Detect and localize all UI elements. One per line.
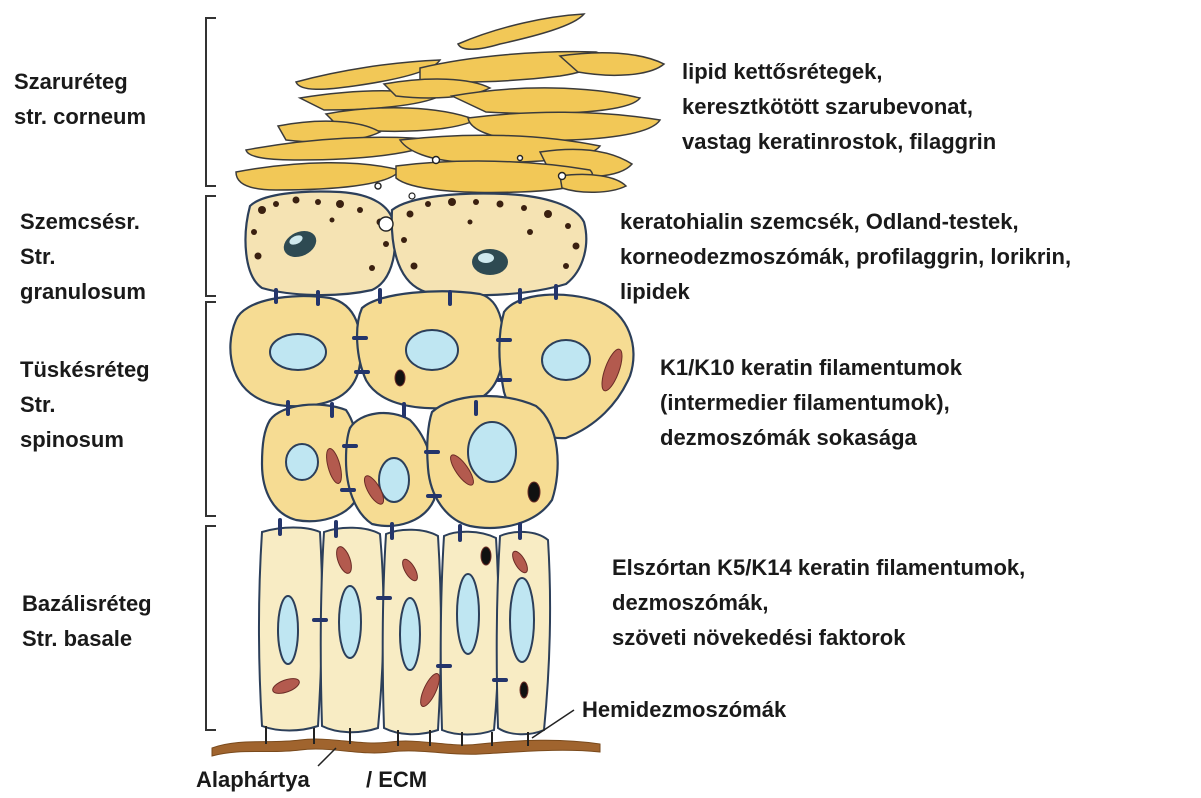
basement-pointer xyxy=(318,748,336,766)
desc-line: szöveti növekedési faktorok xyxy=(612,620,1025,655)
desc-line: lipid kettősrétegek, xyxy=(682,54,996,89)
bracket-corneum xyxy=(206,18,216,186)
desc-granulosum: keratohialin szemcsék, Odland-testek, ko… xyxy=(620,204,1071,309)
basement-membrane xyxy=(212,739,600,756)
label-granulosum: Szemcsésr. Str. granulosum xyxy=(20,204,146,309)
desc-basale: Elszórtan K5/K14 keratin filamentumok, d… xyxy=(612,550,1025,655)
label-line: Szaruréteg xyxy=(14,64,146,99)
desc-line: (intermedier filamentumok), xyxy=(660,385,962,420)
label-line: Str. basale xyxy=(22,621,152,656)
corneum-flakes xyxy=(236,14,664,192)
desc-line: keratohialin szemcsék, Odland-testek, xyxy=(620,204,1071,239)
desc-spinosum: K1/K10 keratin filamentumok (intermedier… xyxy=(660,350,962,455)
desc-line: keresztkötött szarubevonat, xyxy=(682,89,996,124)
bracket-granulosum xyxy=(206,196,216,296)
label-line: Bazálisréteg xyxy=(22,586,152,621)
desc-line: Elszórtan K5/K14 keratin filamentumok, xyxy=(612,550,1025,585)
desc-line: lipidek xyxy=(620,274,1071,309)
label-line: Szemcsésr. xyxy=(20,204,146,239)
basement-label-a: Alaphártya xyxy=(196,762,310,797)
label-line: str. corneum xyxy=(14,99,146,134)
label-spinosum: Tüskésréteg Str. spinosum xyxy=(20,352,150,457)
label-line: Str. xyxy=(20,239,146,274)
bracket-spinosum xyxy=(206,302,216,516)
desc-line: dezmoszómák sokasága xyxy=(660,420,962,455)
desc-corneum: lipid kettősrétegek, keresztkötött szaru… xyxy=(682,54,996,159)
label-line: granulosum xyxy=(20,274,146,309)
desc-line: korneodezmoszómák, profilaggrin, lorikri… xyxy=(620,239,1071,274)
label-basale: Bazálisréteg Str. basale xyxy=(22,586,152,656)
spinosum-cells xyxy=(230,291,633,528)
desc-line: vastag keratinrostok, filaggrin xyxy=(682,124,996,159)
granular-cell xyxy=(246,192,395,296)
label-line: Str. xyxy=(20,387,150,422)
granular-cell xyxy=(392,194,586,296)
desc-line: dezmoszómák, xyxy=(612,585,1025,620)
desc-line: K1/K10 keratin filamentumok xyxy=(660,350,962,385)
label-line: spinosum xyxy=(20,422,150,457)
hemidesmosome-label: Hemidezmoszómák xyxy=(582,692,786,727)
label-corneum: Szaruréteg str. corneum xyxy=(14,64,146,134)
bracket-basale xyxy=(206,526,216,730)
basement-label-b: / ECM xyxy=(366,762,427,797)
granulosum-cells xyxy=(246,192,587,296)
label-line: Tüskésréteg xyxy=(20,352,150,387)
layer-brackets xyxy=(206,18,216,730)
